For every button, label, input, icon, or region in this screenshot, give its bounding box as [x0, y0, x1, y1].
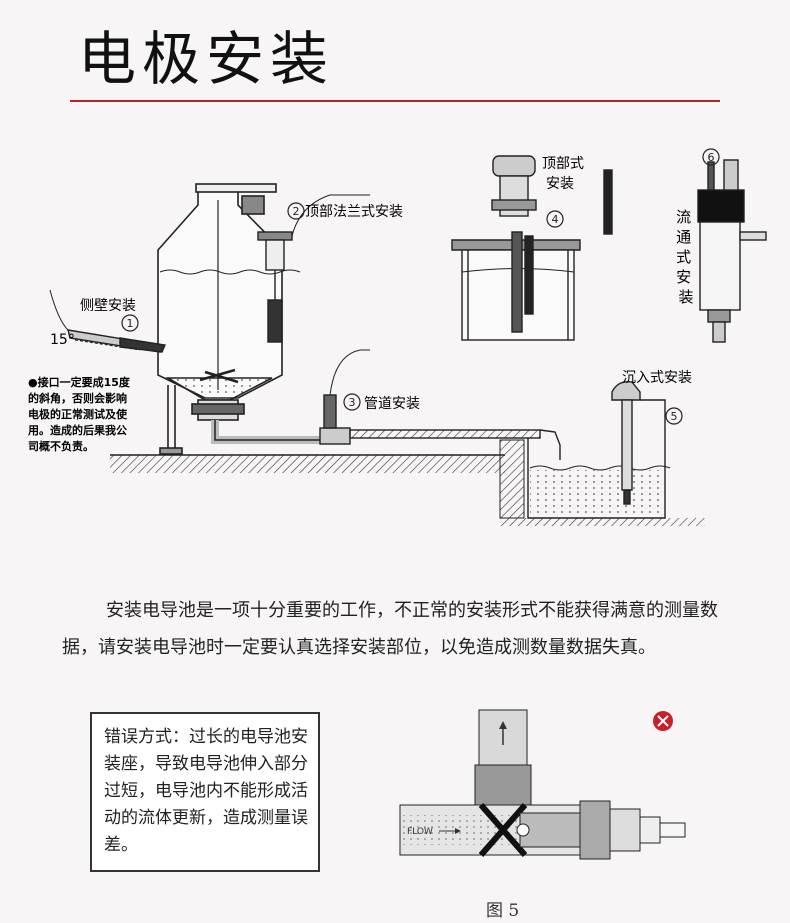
label-pipeline: 管道安装: [364, 396, 420, 412]
pipe-line: [211, 349, 561, 460]
title-divider: [70, 100, 720, 102]
marker-6: [702, 148, 720, 166]
top-mount-tank: [451, 155, 613, 341]
label-top-mount-2: 安装: [546, 176, 574, 192]
top-flange-probe: [257, 194, 370, 343]
marker-1-text: 1: [127, 317, 134, 330]
label-top-flange: 顶部法兰式安装: [305, 204, 403, 220]
installation-diagram: 侧壁安装 15° 顶部法兰式安装 管道安装 顶部式 安装 沉入式安装 流 通 式…: [28, 148, 767, 526]
main-vessel: [157, 183, 301, 455]
error-explanation-box: 错误方式：过长的电导池安装座，导致电导池伸入部分过短，电导池内不能形成活动的流体…: [90, 712, 320, 872]
flow-through-cell: [697, 159, 767, 343]
label-flow-through-5: 装: [678, 288, 693, 306]
label-flow-through-4: 安: [676, 268, 691, 286]
side-wall-probe: [49, 289, 166, 353]
label-immersion: 沉入式安装: [622, 370, 692, 386]
marker-5: [665, 407, 683, 425]
marker-1: [121, 314, 139, 332]
label-top-mount-1: 顶部式: [542, 156, 584, 172]
marker-3: [343, 393, 361, 411]
marker-6-text: 6: [708, 151, 715, 164]
note-line-2: 的斜角，否则会影响: [28, 391, 127, 405]
label-flow-through: 流 通 式 安 装: [676, 208, 696, 306]
ground-hatch: [110, 455, 505, 473]
label-flow-through-1: 流: [676, 208, 691, 226]
label-side-wall: 侧壁安装: [80, 298, 136, 314]
warning-note: ●接口一定要成15度 的斜角，否则会影响 电极的正常测试及使 用。造成的后果我公…: [28, 375, 131, 453]
note-line-3: 电极的正常测试及使: [28, 407, 128, 421]
tank-wall-hatch: [499, 439, 525, 519]
label-angle: 15°: [50, 332, 75, 348]
marker-3-text: 3: [349, 396, 356, 409]
marker-4-text: 4: [552, 213, 559, 226]
marker-2-text: 2: [293, 205, 300, 218]
page-title: 电极安装: [78, 25, 335, 93]
flow-label: FLOW: [407, 827, 433, 837]
figure5-diagram: FLOW: [399, 709, 686, 860]
immersion-tank: [527, 381, 671, 519]
figure-caption: 图 5: [486, 901, 520, 921]
label-flow-through-2: 通: [676, 228, 691, 246]
note-line-1: ●接口一定要成15度: [28, 375, 131, 389]
marker-5-text: 5: [671, 410, 678, 423]
note-line-4: 用。造成的后果我公: [28, 423, 127, 437]
marker-2: [287, 202, 305, 220]
label-flow-through-3: 式: [676, 248, 691, 266]
intro-paragraph: 安装电导池是一项十分重要的工作，不正常的安装形式不能获得满意的测量数据，请安装电…: [62, 600, 718, 658]
note-line-5: 司概不负责。: [28, 439, 94, 453]
marker-4: [546, 210, 564, 228]
